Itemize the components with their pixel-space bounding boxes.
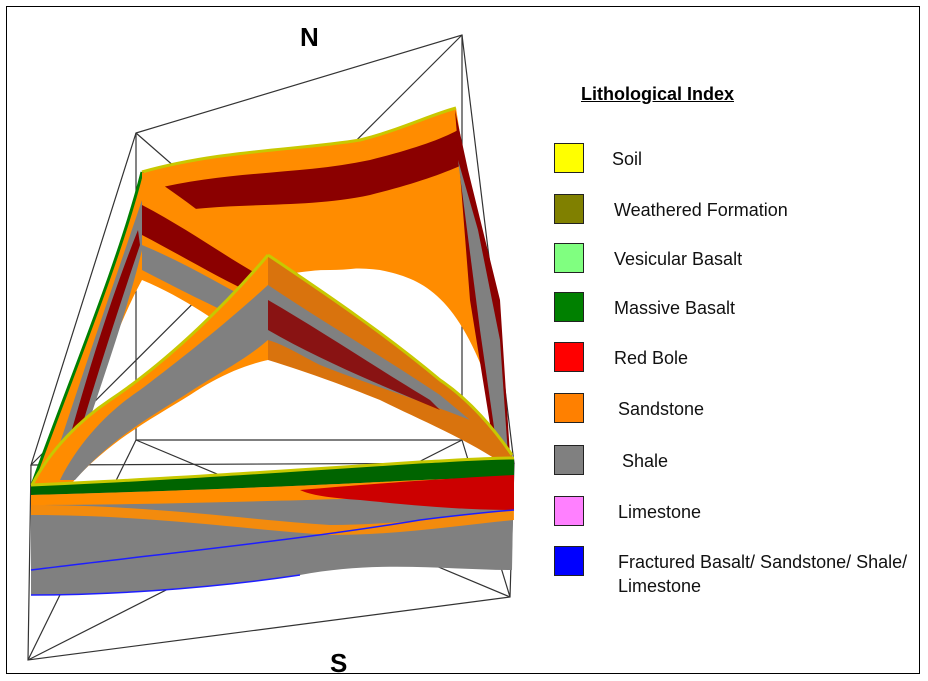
legend-label-massive-basalt: Massive Basalt [614,298,736,318]
legend-item-limestone: Limestone [554,496,894,536]
legend-item-vesicular-basalt: Vesicular Basalt [554,243,894,283]
fence-panel-left [30,171,144,486]
legend-swatch-soil [554,143,584,173]
legend-label-limestone: Limestone [618,502,702,522]
legend-label-fractured-basalt: Fractured Basalt/ Sandstone/ Shale/ Lime… [618,552,908,596]
legend-item-massive-basalt: Massive Basalt [554,292,894,332]
compass-south: S [330,648,348,678]
legend-label-red-bole: Red Bole [614,348,689,368]
compass-north: N [300,22,319,52]
legend-label-soil: Soil [612,149,643,169]
legend-swatch-weathered-formation [554,194,584,224]
legend-swatch-vesicular-basalt [554,243,584,273]
legend-label-shale: Shale [622,451,669,471]
legend-swatch-massive-basalt [554,292,584,322]
legend-item-red-bole: Red Bole [554,342,894,382]
legend-label-sandstone: Sandstone [618,399,705,419]
legend-item-sandstone: Sandstone [554,393,894,433]
legend-item-weathered-formation: Weathered Formation [554,194,894,234]
fence-panel-diagonal [30,172,514,486]
legend-swatch-red-bole [554,342,584,372]
legend-swatch-shale [554,445,584,475]
legend-item-shale: Shale [554,445,894,485]
legend-label-vesicular-basalt: Vesicular Basalt [614,249,743,269]
fence-panel-front [30,456,515,596]
legend-swatch-limestone [554,496,584,526]
legend-label-weathered-formation: Weathered Formation [614,200,788,220]
legend-item-soil: Soil [554,143,894,183]
legend-item-fractured-basalt: Fractured Basalt/ Sandstone/ Shale/ Lime… [554,546,907,606]
legend-swatch-fractured-basalt [554,546,584,576]
legend-title: Lithological Index [581,84,735,104]
legend-swatch-sandstone [554,393,584,423]
